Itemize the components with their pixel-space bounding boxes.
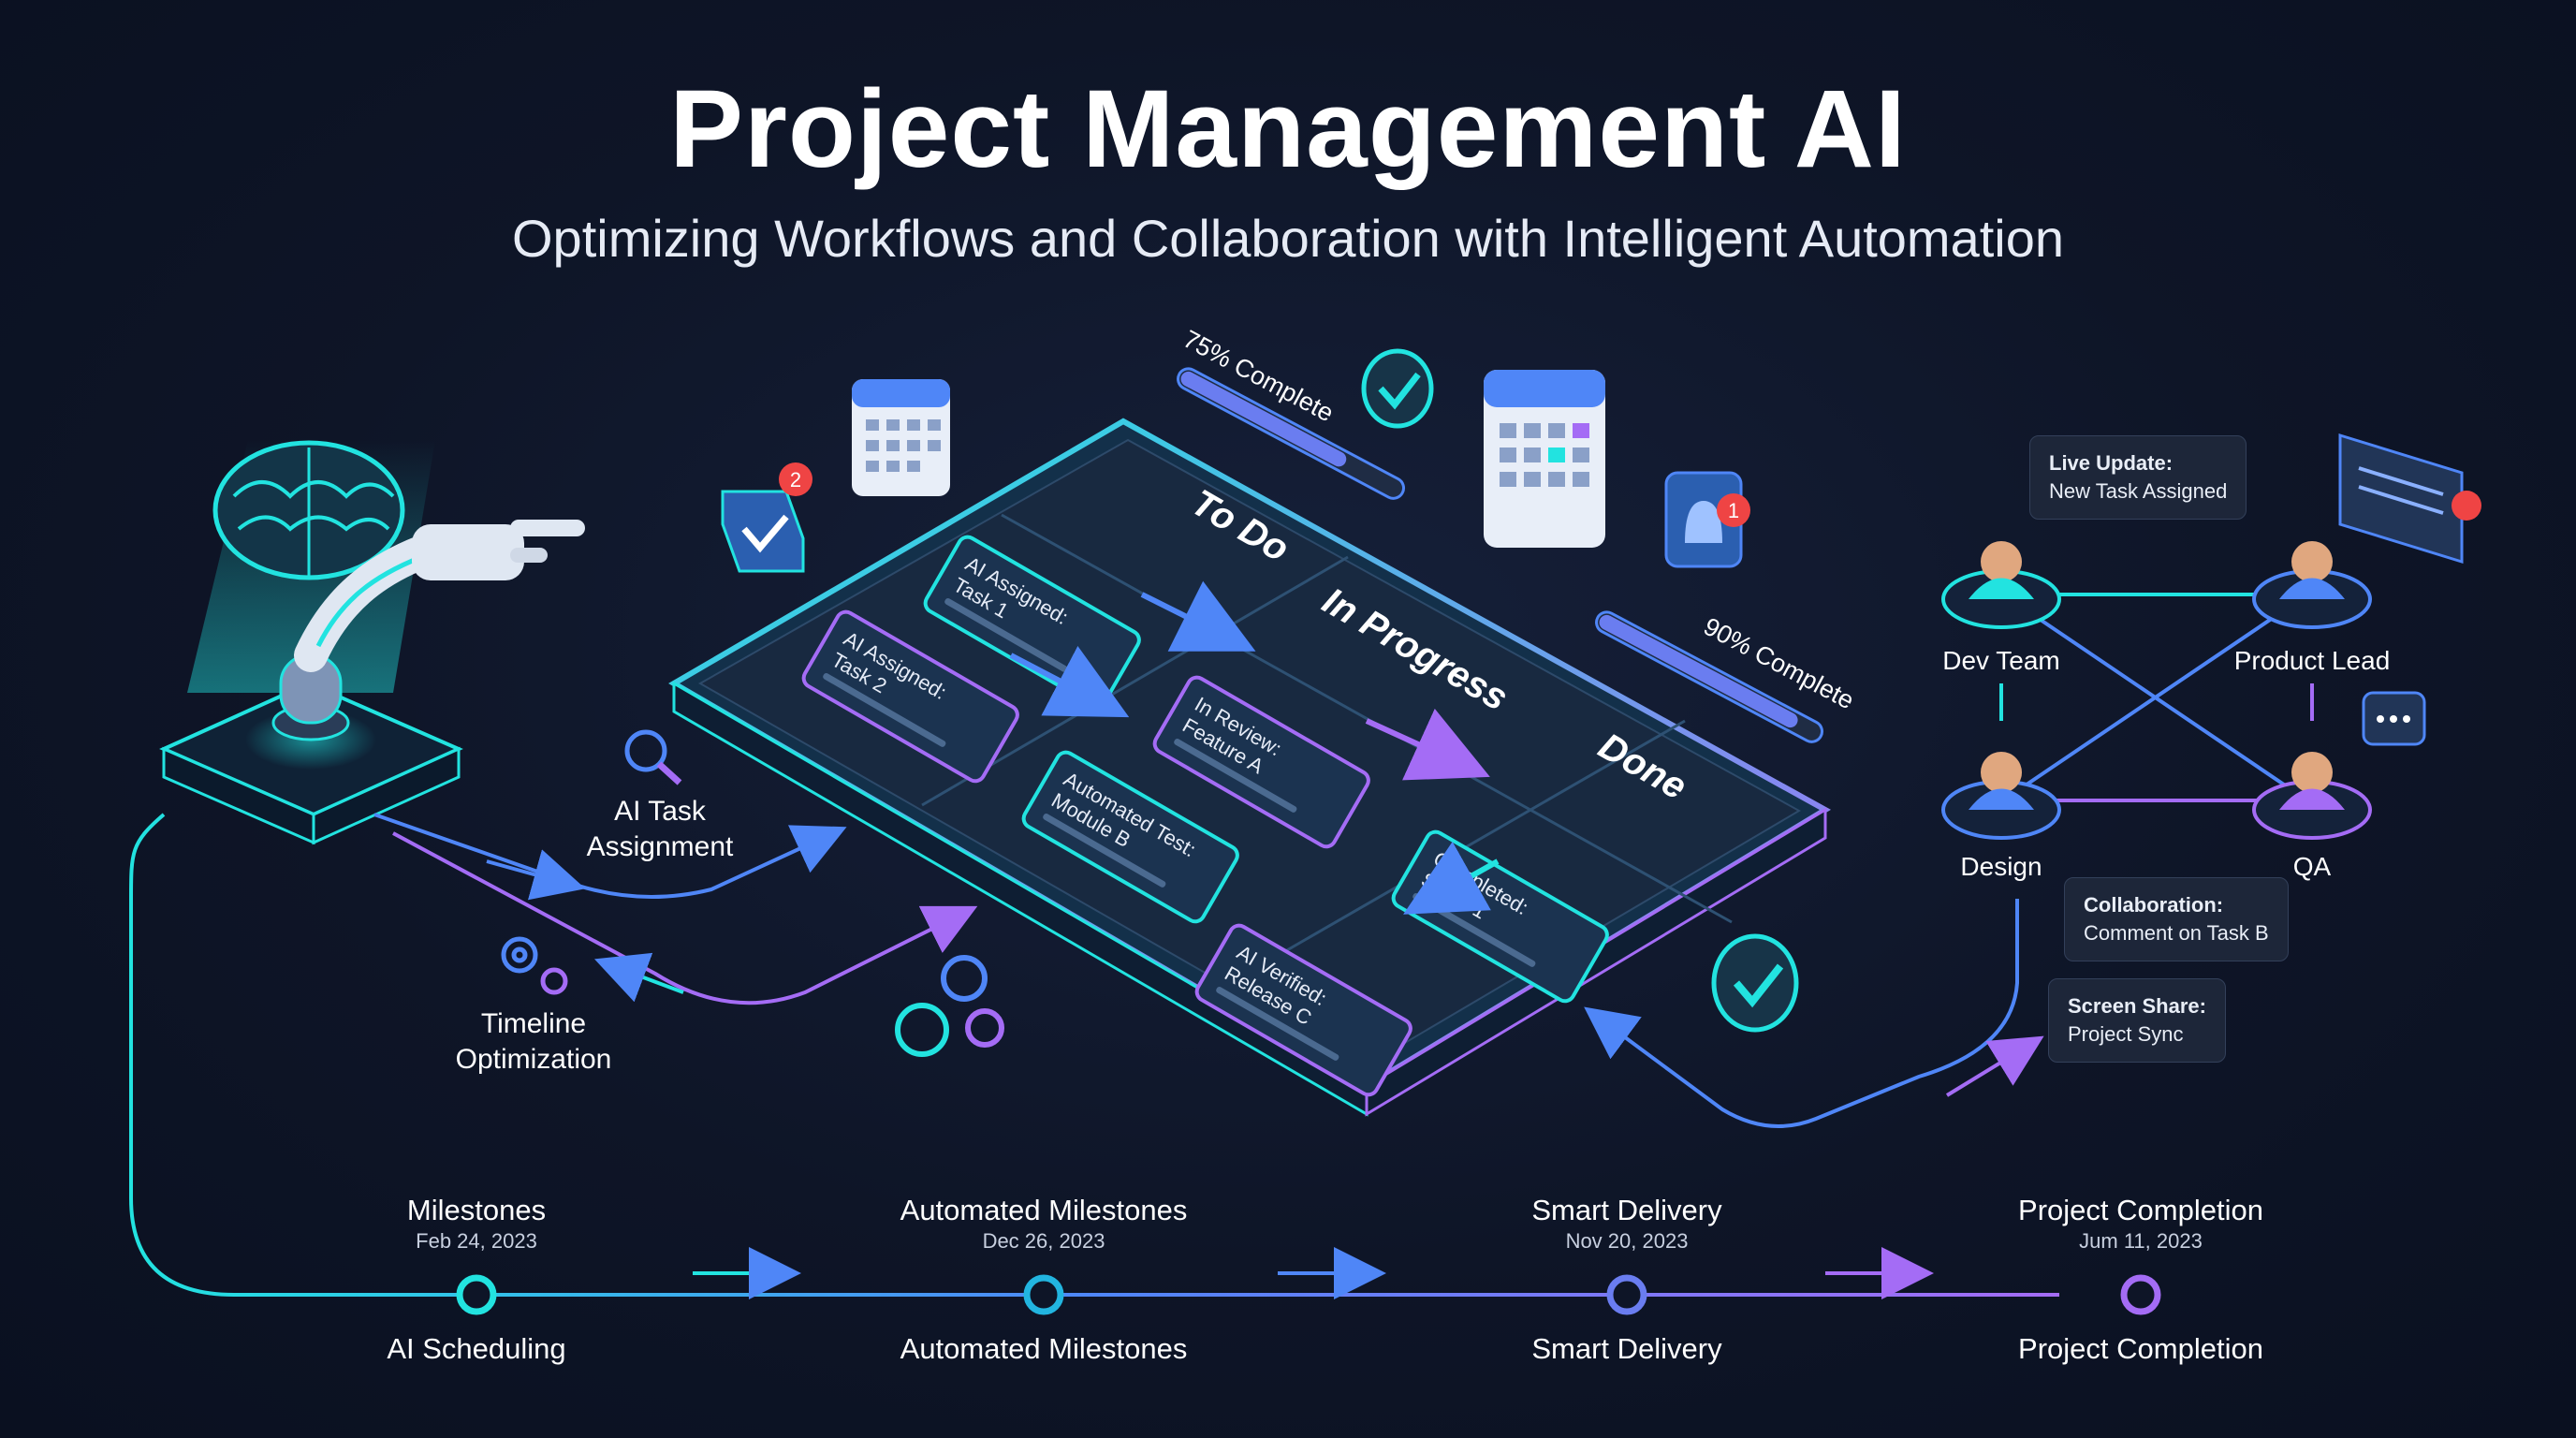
- task-card-bar: [944, 597, 1068, 672]
- task-card-frame: [1194, 923, 1412, 1097]
- brain-icon: [212, 440, 405, 580]
- task-card-bar: [823, 672, 946, 747]
- progress-label: 90% Complete: [1699, 612, 1858, 715]
- callout-screen-share: Screen Share:Project Sync: [2048, 978, 2226, 1063]
- avatar-icon[interactable]: [1941, 752, 2061, 840]
- team-avatars: [1941, 541, 2372, 840]
- flow-lines: [129, 813, 2059, 1297]
- bell-icon: 1: [1664, 471, 1750, 568]
- magnifier-icon: [624, 729, 682, 785]
- milestone-title: Smart Delivery: [1531, 1194, 1722, 1226]
- ai-engine: [159, 440, 585, 845]
- task-card-frame: [1021, 750, 1239, 924]
- milestone-date: Dec 26, 2023: [982, 1229, 1105, 1253]
- task-card-bar: [1043, 813, 1166, 888]
- team-label-product-lead: Product Lead: [2233, 646, 2391, 675]
- notification-badge: [1717, 493, 1750, 527]
- progress-fill: [1599, 614, 1798, 728]
- avatar-icon[interactable]: [2252, 752, 2372, 840]
- gear-icon: [501, 936, 568, 995]
- task-card-frame: [801, 609, 1019, 784]
- badge-count: 1: [1728, 499, 1739, 522]
- milestone-node[interactable]: [2120, 1274, 2161, 1315]
- milestone-caption: AI Scheduling: [387, 1332, 566, 1365]
- milestone-date: Feb 24, 2023: [416, 1229, 537, 1253]
- milestone-caption: Project Completion: [2018, 1332, 2263, 1365]
- task-card[interactable]: In Review:Feature A: [1151, 674, 1372, 850]
- calendar-icon: [1484, 370, 1605, 548]
- team-label-dev: Dev Team: [1942, 646, 2060, 675]
- task-card[interactable]: AI Assigned:Task 2: [800, 609, 1021, 785]
- milestone-title: Milestones: [406, 1194, 547, 1226]
- check-icon: [1711, 933, 1799, 1033]
- progress-fill: [1180, 371, 1347, 467]
- page-title: Project Management AI: [669, 67, 1907, 191]
- team-label-design: Design: [1960, 852, 2042, 881]
- task-card[interactable]: Automated Test:Module B: [1020, 749, 1241, 925]
- robot-hand-icon: [294, 520, 585, 672]
- gear-icon: [895, 955, 1004, 1057]
- badge-count: 2: [790, 468, 801, 492]
- team-network: [1999, 593, 2314, 802]
- milestone-date: Jum 11, 2023: [2079, 1229, 2203, 1253]
- milestone-title: Project Completion: [2018, 1194, 2263, 1226]
- milestone-date: Nov 20, 2023: [1565, 1229, 1689, 1253]
- calendar-icon: [852, 379, 950, 496]
- milestone-title: Automated Milestones: [900, 1194, 1188, 1226]
- task-card[interactable]: AI Verified:Release C: [1193, 922, 1414, 1098]
- milestone-caption: Automated Milestones: [900, 1332, 1188, 1365]
- milestone-node[interactable]: [1606, 1274, 1647, 1315]
- timeline: [456, 1274, 2161, 1315]
- chat-check-icon: 2: [721, 462, 812, 573]
- check-icon: [1361, 348, 1434, 429]
- milestone-caption: Smart Delivery: [1531, 1332, 1722, 1365]
- milestone-node[interactable]: [456, 1274, 497, 1315]
- task-card-bar: [1174, 738, 1297, 813]
- callout-collaboration: Collaboration:Comment on Task B: [2064, 877, 2289, 961]
- card-arrows: [1009, 580, 1500, 915]
- team-label-qa: QA: [2292, 852, 2332, 881]
- task-card-bar: [1216, 986, 1339, 1061]
- avatar-icon[interactable]: [1941, 541, 2061, 629]
- chat-icon: [2338, 433, 2481, 565]
- callout-live-update: Live Update:New Task Assigned: [2029, 435, 2247, 520]
- avatar-icon[interactable]: [2252, 541, 2372, 629]
- page-subtitle: Optimizing Workflows and Collaboration w…: [511, 209, 2064, 268]
- milestone-node[interactable]: [1023, 1274, 1064, 1315]
- task-card-frame: [1152, 675, 1370, 849]
- notification-badge: [779, 462, 812, 496]
- chat-icon: [2362, 691, 2426, 746]
